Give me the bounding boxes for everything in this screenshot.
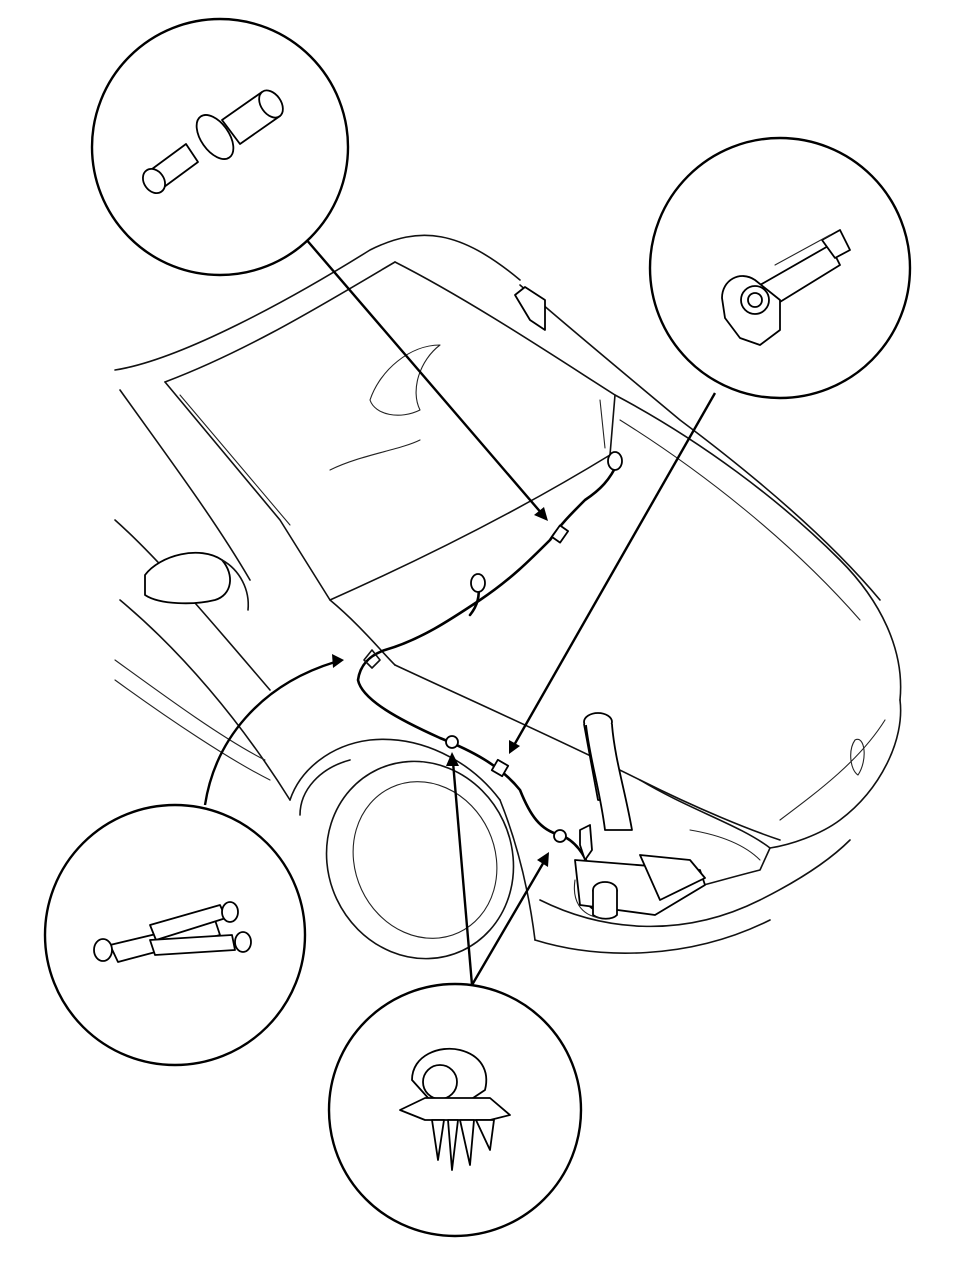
arrow-head — [446, 752, 459, 766]
push-clip-icon — [399, 1047, 511, 1171]
hose-joint-marker — [550, 524, 570, 544]
vehicle-outline — [114, 234, 902, 960]
callout-hose-clip — [648, 136, 912, 400]
leader-lines — [203, 237, 717, 986]
callout-hose-joint — [90, 17, 350, 277]
callout-hose-fitting — [43, 803, 307, 1067]
hose-clip-marker-1 — [445, 735, 459, 749]
hose-joint-icon — [142, 89, 284, 194]
washer-nozzle-right — [607, 451, 623, 471]
washer-reservoir — [573, 712, 706, 920]
arrow-head — [537, 852, 549, 867]
arrow-head — [332, 654, 344, 668]
hose-clip-icon — [721, 229, 851, 346]
washer-hose — [356, 451, 623, 914]
washer-nozzle-left — [470, 573, 486, 593]
hose-clip-marker-3 — [553, 829, 567, 843]
arrow-head — [509, 740, 520, 754]
hose-fitting-icon — [93, 901, 252, 963]
arrow-head — [534, 507, 548, 521]
hose-clip-marker-2 — [490, 758, 510, 778]
callout-push-clip — [327, 982, 583, 1238]
